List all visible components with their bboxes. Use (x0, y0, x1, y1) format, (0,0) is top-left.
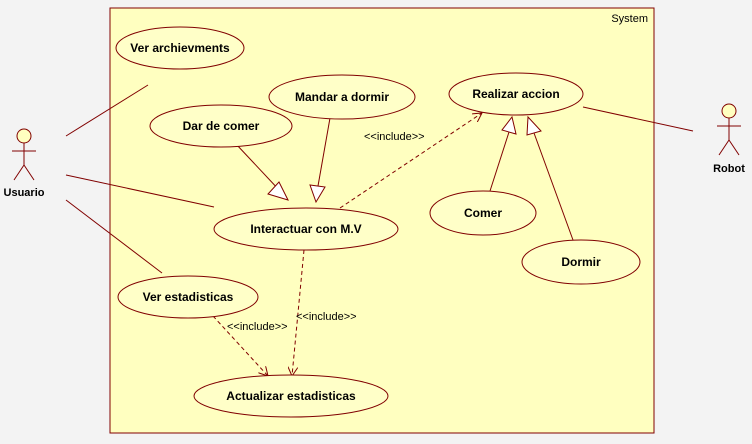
use-case-dormir-label: Dormir (561, 255, 601, 269)
use-case-comer-label: Comer (464, 206, 502, 220)
include-interactuar-actualizar[interactable] (292, 249, 305, 376)
use-case-ver-estadisticas[interactable]: Ver estadisticas (117, 275, 259, 319)
use-case-comer[interactable]: Comer (429, 190, 537, 236)
use-case-ver-estadisticas-label: Ver estadisticas (143, 290, 234, 304)
use-case-realizar-accion[interactable]: Realizar accion (448, 72, 584, 116)
actor-robot[interactable]: Robot (713, 103, 745, 175)
use-case-ver-archievments-label: Ver archievments (130, 41, 230, 55)
actor-usuario-head (16, 128, 32, 144)
assoc-usuario-ver-archievments[interactable] (65, 84, 149, 137)
actor-robot-label: Robot (713, 163, 745, 175)
use-case-dar-de-comer[interactable]: Dar de comer (149, 104, 293, 148)
use-case-dar-de-comer-label: Dar de comer (183, 119, 260, 133)
use-case-interactuar[interactable]: Interactuar con M.V (213, 207, 399, 251)
use-case-realizar-accion-label: Realizar accion (472, 87, 559, 101)
assoc-usuario-ver-estadisticas[interactable] (65, 199, 163, 274)
include-label-2: <<include>> (296, 311, 357, 323)
use-case-interactuar-label: Interactuar con M.V (250, 222, 361, 236)
use-case-mandar-a-dormir[interactable]: Mandar a dormir (268, 74, 416, 120)
include-label-3: <<include>> (227, 321, 288, 333)
use-case-dormir[interactable]: Dormir (521, 239, 641, 285)
use-case-actualizar-estadisticas-label: Actualizar estadisticas (226, 389, 356, 403)
gen-dar-de-comer-to-interactuar[interactable] (235, 143, 289, 201)
use-case-actualizar-estadisticas[interactable]: Actualizar estadisticas (193, 374, 389, 418)
gen-dormir-to-realizar-accion[interactable] (526, 115, 574, 241)
system-label: System (611, 13, 648, 25)
include-label-1: <<include>> (364, 131, 425, 143)
assoc-robot-realizar-accion[interactable] (582, 106, 694, 132)
actor-robot-head (721, 103, 737, 119)
use-case-mandar-a-dormir-label: Mandar a dormir (295, 90, 389, 104)
gen-mandar-a-dormir-to-interactuar[interactable] (309, 117, 331, 204)
gen-comer-to-realizar-accion[interactable] (489, 115, 517, 192)
actor-usuario[interactable]: Usuario (4, 128, 45, 199)
use-case-ver-archievments[interactable]: Ver archievments (115, 26, 245, 70)
actor-usuario-label: Usuario (4, 187, 45, 199)
include-interactuar-realizar[interactable] (339, 113, 482, 209)
assoc-usuario-interactuar[interactable] (65, 174, 215, 208)
